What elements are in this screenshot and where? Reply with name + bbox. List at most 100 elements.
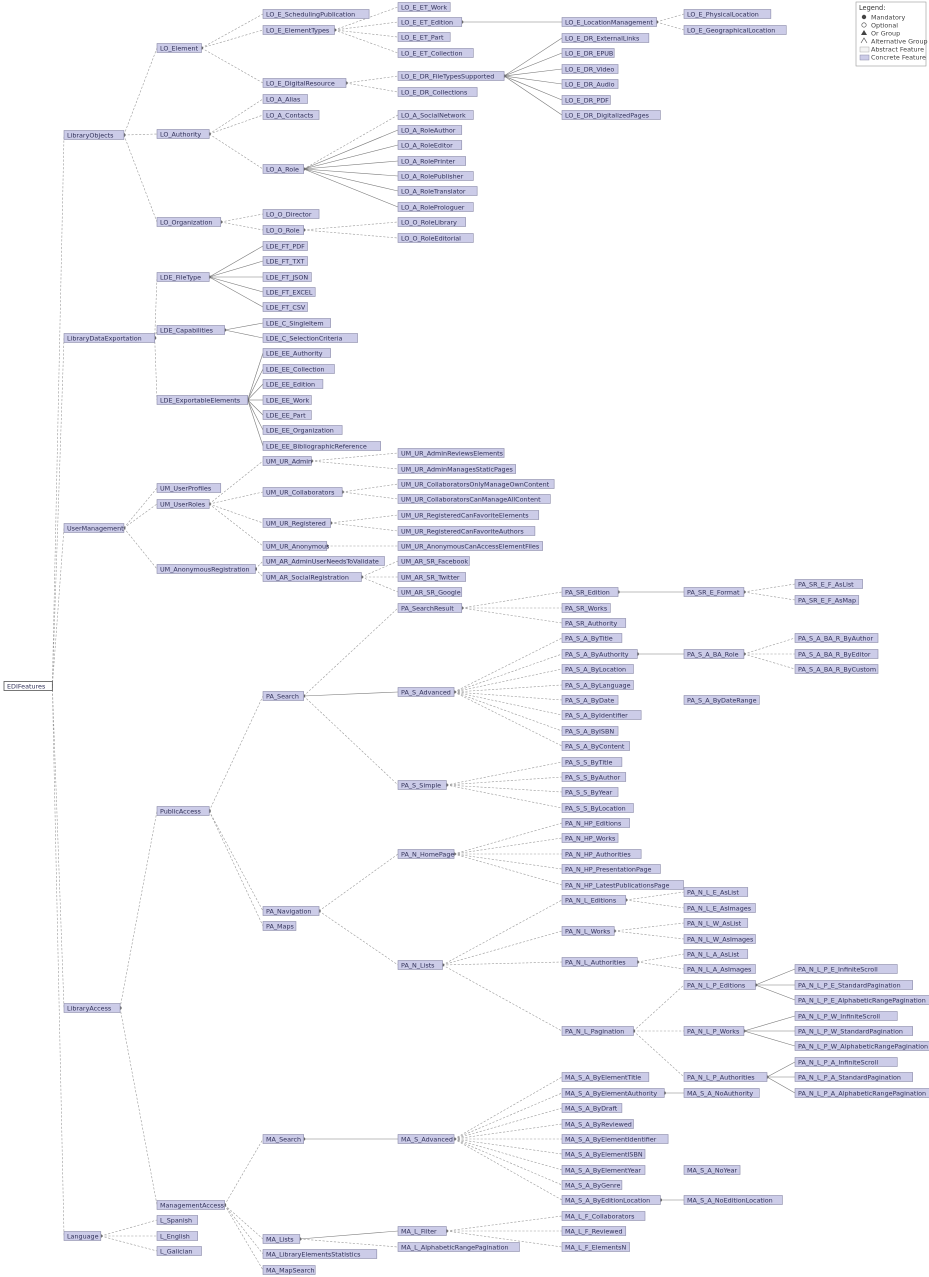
edge-ma-ma_search bbox=[224, 1138, 264, 1206]
feature-node-pa_sa: PA_S_Advanced bbox=[397, 687, 455, 697]
feature-label: MA_S_Advanced bbox=[401, 1135, 453, 1143]
legend-alternative: Alternative Group bbox=[871, 38, 928, 46]
edge-pa_sr-sr_ed bbox=[461, 591, 563, 609]
feature-box bbox=[262, 164, 304, 174]
feature-label: PA_S_A_ByContent bbox=[565, 742, 625, 750]
feature-box bbox=[561, 1195, 661, 1205]
feature-node-sa_ident: PA_S_A_ByIdentifier bbox=[561, 710, 642, 720]
edge-n_hp-hp_ed bbox=[453, 822, 563, 855]
feature-node-ur_anon: UM_UR_Anonymous bbox=[262, 541, 330, 551]
feature-box bbox=[397, 1226, 447, 1236]
feature-box bbox=[561, 64, 619, 74]
feature-box bbox=[262, 348, 331, 358]
edge-n_lists-l_auth bbox=[442, 961, 563, 966]
feature-box bbox=[63, 1231, 102, 1241]
feature-box bbox=[683, 25, 787, 35]
edge-l_ed-le_aslist bbox=[625, 891, 685, 901]
feature-label: LO_E_GeographicalLocation bbox=[687, 26, 775, 34]
feature-box bbox=[561, 95, 611, 105]
feature-box bbox=[561, 803, 634, 813]
feature-label: PA_SR_E_F_AsMap bbox=[798, 596, 856, 604]
edge-ma_sa-msa_rev bbox=[454, 1123, 563, 1140]
edge-la-ma bbox=[119, 1007, 158, 1206]
feature-box bbox=[156, 1200, 225, 1210]
feature-node-sr_ef_aslist: PA_SR_E_F_AsList bbox=[794, 579, 863, 589]
edge-pa_search-pa_ss bbox=[303, 695, 399, 786]
feature-box bbox=[262, 379, 324, 389]
feature-label: LO_E_ET_Collection bbox=[401, 49, 463, 57]
feature-box bbox=[156, 499, 210, 509]
feature-label: LibraryAccess bbox=[67, 1004, 112, 1012]
feature-box bbox=[262, 318, 331, 328]
edge-lo_e_dr-dr_ftype bbox=[345, 75, 399, 84]
feature-label: LDE_EE_Part bbox=[266, 411, 306, 419]
edge-ma-ma_lists bbox=[224, 1204, 264, 1240]
feature-box bbox=[397, 233, 474, 243]
feature-node-bar_author: PA_S_A_BA_R_ByAuthor bbox=[794, 633, 879, 643]
feature-box bbox=[397, 2, 451, 12]
edge-l_works-lw_aslist bbox=[614, 922, 685, 932]
edge-de_ft-ft_txt bbox=[209, 260, 264, 278]
feature-label: LO_Organization bbox=[160, 218, 212, 226]
edge-ma_lists-ml_alpha bbox=[299, 1238, 399, 1248]
feature-node-msa_noauth: MA_S_A_NoAuthority bbox=[683, 1088, 760, 1098]
feature-label: EDIFeatures bbox=[7, 682, 46, 690]
feature-label: LO_E_DR_PDF bbox=[565, 96, 609, 104]
edge-a_role-r_publisher bbox=[303, 168, 399, 177]
feature-label: MA_S_A_ByElementIdentifier bbox=[565, 1135, 657, 1143]
edge-root-la bbox=[52, 685, 65, 1009]
feature-box bbox=[794, 1041, 929, 1051]
feature-node-ee_org: LDE_EE_Organization bbox=[262, 425, 343, 435]
legend-optional: Optional bbox=[871, 22, 898, 30]
feature-label: PA_Navigation bbox=[266, 907, 311, 915]
feature-label: PA_S_A_ByTitle bbox=[565, 634, 613, 642]
feature-box bbox=[262, 441, 381, 451]
feature-label: LO_A_Alias bbox=[266, 95, 301, 103]
edge-n_hp-hp_pres bbox=[454, 853, 563, 870]
feature-label: UM_UR_RegisteredCanFavoriteAuthors bbox=[401, 527, 524, 535]
feature-label: PA_N_L_Pagination bbox=[565, 1027, 624, 1035]
feature-box bbox=[561, 957, 638, 967]
alternative-group-icon bbox=[860, 37, 868, 44]
feature-label: LO_E_ET_Edition bbox=[401, 18, 453, 26]
feature-label: LO_E_DR_Collections bbox=[401, 88, 468, 96]
feature-node-n_hp: PA_N_HomePage bbox=[397, 849, 454, 859]
edge-ma_sa-msa_isbn bbox=[454, 1138, 563, 1155]
feature-node-ft_json: LDE_FT_JSON bbox=[262, 272, 312, 282]
feature-label: MA_Search bbox=[266, 1135, 301, 1143]
feature-node-a_social: LO_A_SocialNetwork bbox=[397, 110, 474, 120]
feature-label: LO_E_DR_DigitalizedPages bbox=[565, 111, 650, 119]
feature-box bbox=[262, 518, 331, 528]
feature-label: LO_E_DR_ExternalLinks bbox=[565, 34, 640, 42]
feature-label: PA_S_A_ByAuthority bbox=[565, 650, 629, 658]
feature-box bbox=[561, 757, 623, 767]
feature-node-msa_draft: MA_S_A_ByDraft bbox=[561, 1103, 623, 1113]
feature-node-ur_reg: UM_UR_Registered bbox=[262, 518, 331, 528]
edge-lo_a-a_role bbox=[209, 133, 264, 170]
feature-node-msa_noyear: MA_S_A_NoYear bbox=[683, 1165, 741, 1175]
feature-node-lo_e: LO_Element bbox=[156, 43, 202, 53]
edge-pa_sa-sa_title bbox=[453, 637, 563, 693]
edge-l_pag-lp_auth bbox=[633, 1030, 685, 1078]
feature-box bbox=[683, 1072, 768, 1082]
edge-ur_admin-adm_stat bbox=[311, 460, 399, 470]
feature-box bbox=[794, 980, 913, 990]
feature-box bbox=[63, 333, 155, 343]
edge-sa_ba_role-bar_author bbox=[743, 637, 796, 655]
feature-label: PA_Maps bbox=[266, 922, 294, 930]
feature-box bbox=[561, 48, 615, 58]
feature-box bbox=[262, 456, 312, 466]
edge-a_role-a_social bbox=[303, 114, 399, 170]
feature-node-sa_lang: PA_S_A_ByLanguage bbox=[561, 680, 634, 690]
edge-lo-lo_a bbox=[123, 133, 158, 136]
feature-node-lw_asimg: PA_N_L_W_AsImages bbox=[683, 934, 756, 944]
feature-box bbox=[561, 1134, 669, 1144]
node-layer: EDIFeaturesLibraryObjectsLibraryDataExpo… bbox=[3, 2, 929, 1275]
feature-label: PA_N_HomePage bbox=[401, 850, 454, 858]
feature-label: LO_E_LocationManagement bbox=[565, 18, 653, 26]
edge-root-lo bbox=[52, 134, 65, 687]
feature-node-lang: Language bbox=[63, 1231, 102, 1241]
edge-ma-ma_ms bbox=[224, 1204, 264, 1271]
edge-de_ee-ee_part bbox=[247, 399, 264, 416]
